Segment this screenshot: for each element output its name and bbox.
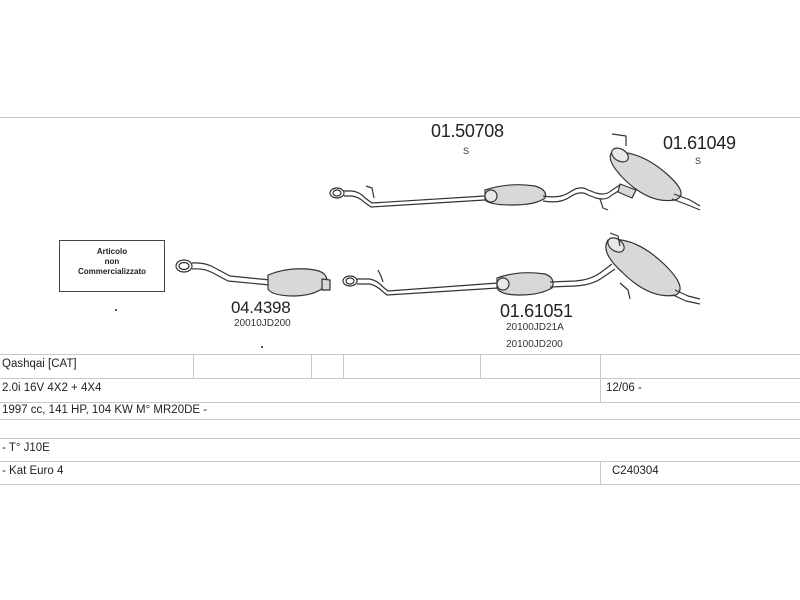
table-line: [0, 419, 800, 420]
oem-number-catalyst: 20010JD200: [234, 318, 291, 329]
table-line: [0, 354, 800, 355]
part-number-rear-silencer-upper[interactable]: 01.61049: [663, 133, 736, 153]
diagram-top-border: [0, 117, 800, 118]
notice-line-3: Commercializzato: [77, 267, 147, 276]
table-line: [0, 461, 800, 462]
exhaust-drawing: [175, 133, 701, 305]
catalyst-body: [267, 268, 331, 297]
type-code-cell: - T° J10E: [2, 442, 50, 454]
model-cell: Qashqai [CAT]: [2, 358, 77, 370]
upper-pipe: [344, 185, 486, 208]
part-number-catalyst[interactable]: 04.4398: [231, 298, 291, 317]
mid-silencer-upper-body: [484, 184, 547, 206]
marker-dot: [115, 309, 117, 311]
lower-front-flange: [342, 275, 358, 287]
rear-silencer-upper-body: [609, 133, 701, 211]
upper-pipe-to-rear: [542, 183, 637, 211]
part-type-mid-silencer-upper: S: [463, 146, 470, 156]
oem-number-mid-silencer-lower-2: 20100JD200: [506, 339, 563, 350]
part-number-mid-silencer-lower[interactable]: 01.61051: [500, 301, 573, 321]
mid-silencer-lower-body: [496, 272, 554, 296]
table-divider: [600, 462, 601, 484]
part-number-mid-silencer-upper[interactable]: 01.50708: [431, 121, 504, 141]
upper-front-flange: [329, 187, 345, 199]
marker-dot: [261, 346, 263, 348]
specs-cell: 1997 cc, 141 HP, 104 KW M° MR20DE -: [2, 404, 208, 416]
rear-silencer-lower-body: [605, 232, 701, 305]
oem-number-mid-silencer-lower-1: 20100JD21A: [506, 322, 564, 333]
table-line: [0, 438, 800, 439]
lower-pipe-to-rear: [549, 263, 631, 300]
table-line: [0, 484, 800, 485]
table-divider: [343, 355, 344, 378]
date-range-cell: 12/06 -: [606, 382, 642, 394]
emission-cell: - Kat Euro 4: [2, 465, 64, 477]
table-line: [0, 378, 800, 379]
table-divider: [193, 355, 194, 378]
notice-line-2: non: [104, 257, 120, 266]
lower-pipe: [357, 269, 499, 296]
catalyst-flange: [175, 259, 193, 273]
reference-cell: C240304: [612, 465, 659, 477]
engine-cell: 2.0i 16V 4X2 + 4X4: [2, 382, 102, 394]
not-commercialized-notice: Articolo non Commercializzato: [59, 240, 165, 292]
catalyst-pipe: [191, 262, 271, 286]
table-divider: [311, 355, 312, 378]
part-type-rear-silencer-upper: S: [695, 156, 702, 166]
table-divider: [600, 355, 601, 402]
table-divider: [480, 355, 481, 378]
notice-line-1: Articolo: [96, 247, 128, 256]
table-line: [0, 402, 800, 403]
